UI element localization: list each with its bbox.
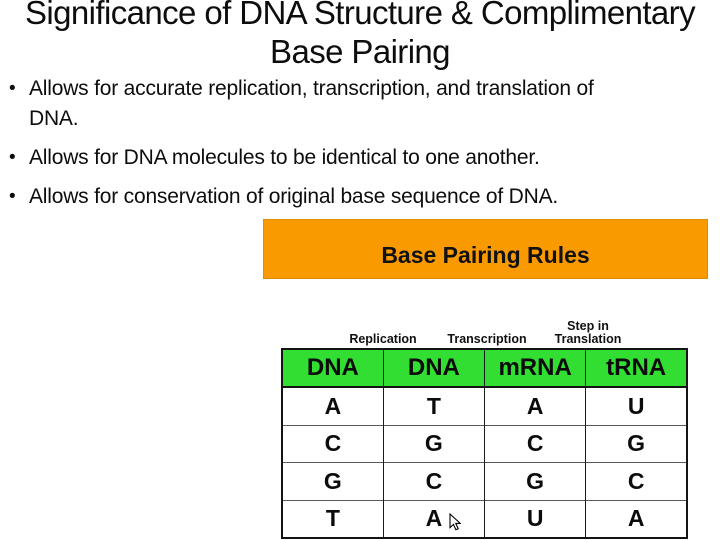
bullet-list: Allows for accurate replication, transcr… xyxy=(4,74,694,221)
base-pairing-table: DNA DNA mRNA tRNA A T A U C G C G xyxy=(281,348,688,539)
table-header-cell: DNA xyxy=(382,349,486,388)
table-row: G C G C xyxy=(281,462,688,500)
table-cell: G xyxy=(382,424,486,463)
table-row: C G C G xyxy=(281,424,688,463)
table-header-cell: mRNA xyxy=(483,349,587,388)
table-row: A T A U xyxy=(281,386,688,425)
bullet-item: Allows for DNA molecules to be identical… xyxy=(4,143,694,173)
label-step-in-translation: Step in Translation xyxy=(554,319,622,346)
bullet-item: Allows for conservation of original base… xyxy=(4,182,694,212)
process-labels: Replication Transcription Step in Transl… xyxy=(263,219,708,348)
table-cell: A xyxy=(585,499,688,538)
table-header-cell: DNA xyxy=(281,349,384,388)
slide-title-line-2: Base Pairing xyxy=(270,33,451,70)
table-cell: G xyxy=(585,424,688,463)
table-cell: T xyxy=(281,499,384,538)
table-cell: U xyxy=(585,386,688,425)
table-cell: G xyxy=(281,462,384,500)
mouse-cursor-icon xyxy=(449,513,461,531)
table-row: T A U A xyxy=(281,499,688,538)
base-pairing-figure: Base Pairing Rules Replication Transcrip… xyxy=(263,219,708,540)
slide-title-line-1: Significance of DNA Structure & Complime… xyxy=(25,0,696,31)
table-cell: G xyxy=(483,462,587,500)
table-header-cell: tRNA xyxy=(585,349,688,388)
label-replication: Replication xyxy=(349,332,417,346)
bullet-item: Allows for accurate replication, transcr… xyxy=(4,74,604,134)
table-cell: C xyxy=(585,462,688,500)
table-cell: A xyxy=(382,499,486,538)
table-cell: C xyxy=(483,424,587,463)
slide-title: Significance of DNA Structure & Complime… xyxy=(0,0,720,71)
table-header-row: DNA DNA mRNA tRNA xyxy=(281,349,688,388)
table-cell: T xyxy=(382,386,486,425)
figure-banner: Base Pairing Rules xyxy=(263,219,708,279)
table-cell: C xyxy=(281,424,384,463)
table-cell: A xyxy=(483,386,587,425)
table-cell: U xyxy=(483,499,587,538)
table-cell: C xyxy=(382,462,486,500)
label-transcription: Transcription xyxy=(447,332,527,346)
table-cell: A xyxy=(281,386,384,425)
